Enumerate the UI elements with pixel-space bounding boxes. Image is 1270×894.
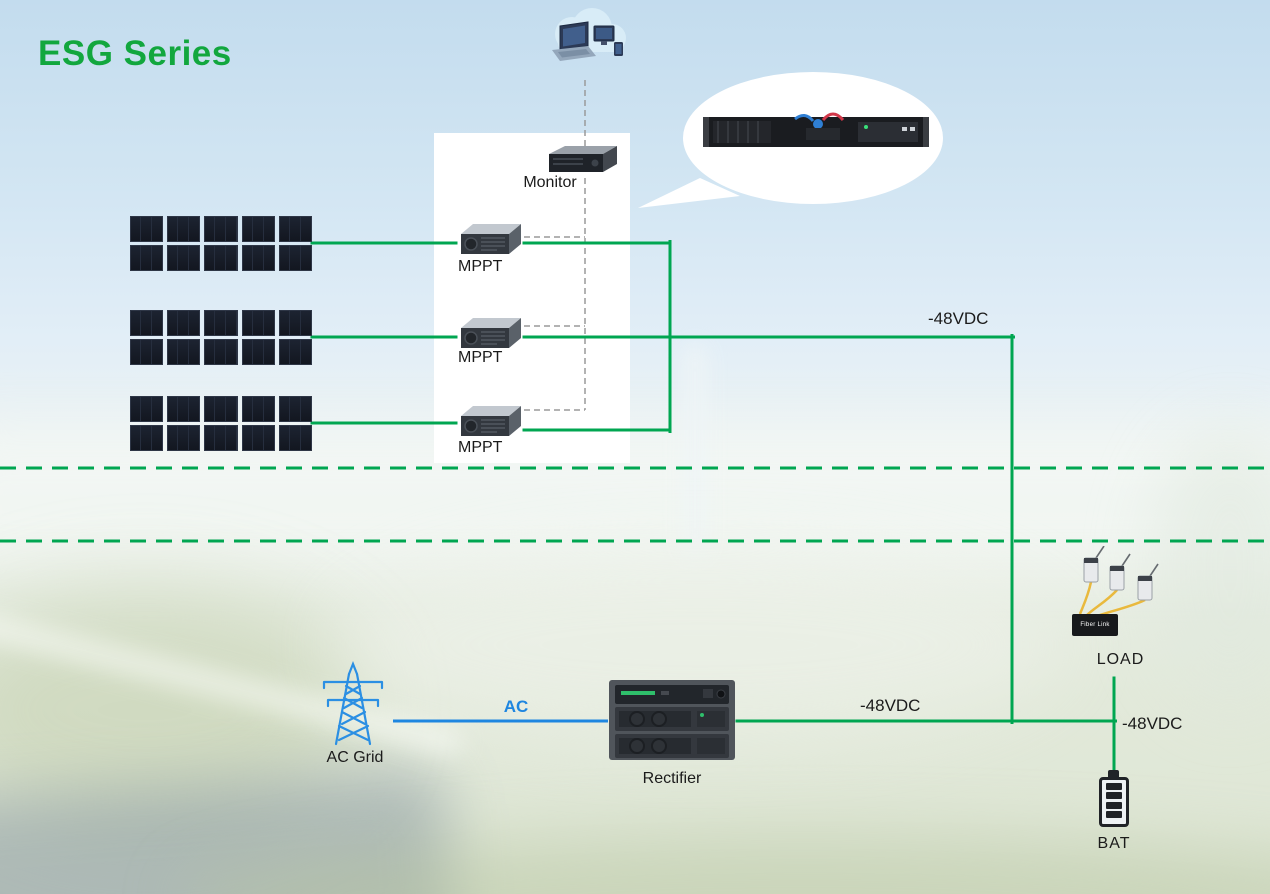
solar-cell: [278, 310, 312, 336]
monitor-label: Monitor: [523, 174, 577, 191]
solar-cell: [278, 339, 312, 365]
ac-grid-tower-icon: [312, 656, 392, 751]
solar-cell: [278, 216, 312, 242]
solar-cell: [204, 396, 238, 422]
cloud-monitoring-icon: [526, 6, 638, 83]
solar-cell: [241, 245, 275, 271]
fiber-link-box: Fiber Link: [1072, 614, 1118, 636]
solar-cell: [130, 425, 164, 451]
solar-cell: [130, 310, 164, 336]
ac-grid-label: AC Grid: [326, 749, 384, 766]
solar-cell: [241, 425, 275, 451]
solar-cell: [204, 310, 238, 336]
solar-cell: [241, 216, 275, 242]
solar-cell: [278, 425, 312, 451]
solar-cell: [278, 396, 312, 422]
solar-cell: [167, 339, 201, 365]
solar-cell: [167, 245, 201, 271]
page-title: ESG Series: [38, 34, 232, 73]
solar-array: [130, 396, 312, 451]
solar-cell: [204, 245, 238, 271]
solar-cell: [167, 396, 201, 422]
rack-device-image: [638, 72, 943, 208]
mppt-label: MPPT: [458, 349, 503, 366]
solar-cell: [278, 245, 312, 271]
load-label: LOAD: [1096, 651, 1145, 668]
solar-cell: [204, 216, 238, 242]
solar-array: [130, 216, 312, 271]
solar-cell: [130, 339, 164, 365]
solar-cell: [204, 339, 238, 365]
speech-bubble: [618, 66, 950, 218]
mppt-label: MPPT: [458, 258, 503, 275]
ac-line-label: AC: [503, 697, 529, 716]
rectifier-device-icon: [607, 678, 737, 767]
solar-array: [130, 310, 312, 365]
solar-cell: [241, 396, 275, 422]
solar-cell: [167, 310, 201, 336]
solar-cell: [130, 396, 164, 422]
solar-cell: [167, 216, 201, 242]
background-pole: [684, 345, 706, 555]
solar-cell: [130, 216, 164, 242]
dc-voltage-label-top: -48VDC: [928, 309, 989, 328]
battery-label: BAT: [1097, 835, 1131, 852]
battery-icon: [1099, 770, 1129, 827]
solar-cell: [241, 339, 275, 365]
dc-voltage-label-bottom: -48VDC: [860, 696, 921, 715]
mppt-label: MPPT: [458, 439, 503, 456]
rectifier-label: Rectifier: [642, 770, 702, 787]
solar-cell: [204, 425, 238, 451]
solar-cell: [241, 310, 275, 336]
solar-cell: [130, 245, 164, 271]
dc-voltage-label-battery: -48VDC: [1122, 714, 1183, 733]
solar-cell: [167, 425, 201, 451]
